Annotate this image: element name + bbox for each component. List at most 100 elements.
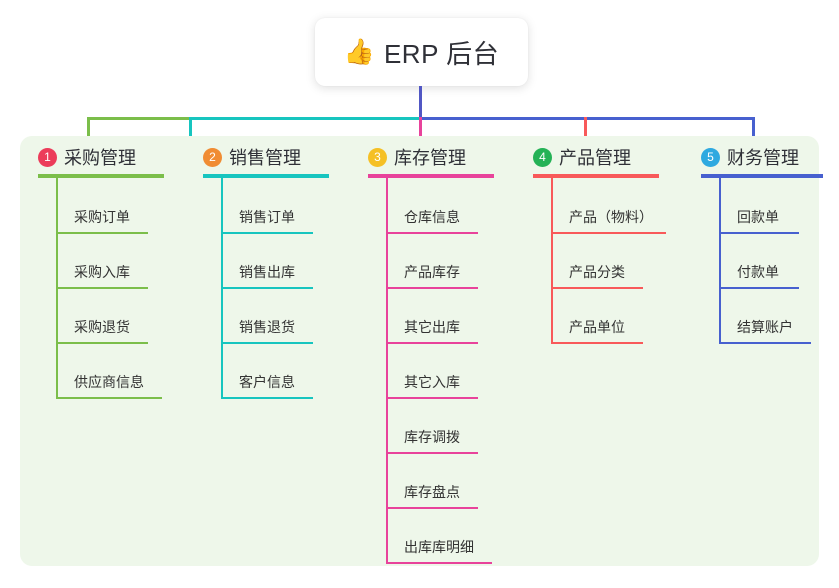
branch-item-rule [56, 232, 148, 234]
branch-item-rule [386, 507, 478, 509]
branch-item-rule [719, 287, 799, 289]
branch-item[interactable]: 产品库存 [386, 259, 478, 289]
drop-sales [189, 117, 192, 146]
branch-item-label: 产品单位 [569, 319, 625, 335]
branch-item-rule [221, 342, 313, 344]
branch-item-rule [221, 287, 313, 289]
branch-item[interactable]: 结算账户 [719, 314, 811, 344]
branch-header-2[interactable]: 2 销售管理 [203, 144, 301, 170]
branch-item[interactable]: 供应商信息 [56, 369, 162, 399]
branch-badge-3: 3 [368, 147, 387, 167]
branch-header-3[interactable]: 3 库存管理 [368, 144, 466, 170]
branch-item-rule [56, 287, 148, 289]
branch-item-label: 其它出库 [404, 319, 460, 335]
branch-item[interactable]: 库存调拨 [386, 424, 478, 454]
branch-item-rule [551, 342, 643, 344]
branch-item-label: 产品（物料） [569, 209, 653, 225]
branch-item-label: 销售退货 [239, 319, 295, 335]
branch-item-label: 采购退货 [74, 319, 130, 335]
branch-item[interactable]: 采购订单 [56, 204, 148, 234]
branch-item-label: 客户信息 [239, 374, 295, 390]
branch-item-rule [386, 287, 478, 289]
branch-item-label: 库存盘点 [404, 484, 460, 500]
branch-item-label: 销售订单 [239, 209, 295, 225]
branch-item-rule [56, 342, 148, 344]
branch-item-label: 仓库信息 [404, 209, 460, 225]
branch-item[interactable]: 其它入库 [386, 369, 478, 399]
bus-green [87, 117, 189, 120]
root-stem-connector [419, 86, 422, 117]
branch-header-rule-5 [701, 174, 823, 178]
branch-title-4: 产品管理 [559, 148, 631, 168]
branch-spine-3 [386, 174, 388, 564]
branch-item[interactable]: 客户信息 [221, 369, 313, 399]
branch-item[interactable]: 库存盘点 [386, 479, 478, 509]
branch-item-label: 库存调拨 [404, 429, 460, 445]
branch-item-rule [221, 397, 313, 399]
branch-item-label: 产品分类 [569, 264, 625, 280]
branch-item[interactable]: 产品分类 [551, 259, 643, 289]
branch-item-label: 其它入库 [404, 374, 460, 390]
branch-item-rule [56, 397, 162, 399]
branch-item-rule [719, 342, 811, 344]
branch-badge-2: 2 [203, 147, 222, 167]
branch-header-rule-4 [533, 174, 659, 178]
branch-header-rule-3 [368, 174, 494, 178]
branch-item-label: 结算账户 [737, 319, 793, 335]
branch-spine-5 [719, 174, 721, 344]
drop-finance [752, 117, 755, 146]
branch-item-rule [386, 397, 478, 399]
branch-item[interactable]: 销售出库 [221, 259, 313, 289]
branch-item-rule [551, 232, 666, 234]
branch-item-rule [719, 232, 799, 234]
branch-item[interactable]: 回款单 [719, 204, 799, 234]
branch-spine-4 [551, 174, 553, 344]
branch-item-label: 付款单 [737, 264, 779, 280]
branch-item-rule [386, 342, 478, 344]
branch-item[interactable]: 产品单位 [551, 314, 643, 344]
branch-badge-4: 4 [533, 147, 552, 167]
branch-title-1: 采购管理 [64, 148, 136, 168]
branch-item-label: 销售出库 [239, 264, 295, 280]
branch-item[interactable]: 销售订单 [221, 204, 313, 234]
branch-item[interactable]: 销售退货 [221, 314, 313, 344]
branch-spine-1 [56, 174, 58, 399]
bus-teal [189, 117, 419, 120]
branch-item-rule [221, 232, 313, 234]
branch-header-rule-2 [203, 174, 329, 178]
thumbs-up-icon: 👍 [343, 37, 375, 66]
branch-item-rule [386, 452, 478, 454]
drop-product [584, 117, 587, 146]
branch-header-rule-1 [38, 174, 164, 178]
branch-item-rule [551, 287, 643, 289]
branch-item[interactable]: 出库库明细 [386, 534, 492, 564]
branch-item[interactable]: 付款单 [719, 259, 799, 289]
branch-item[interactable]: 仓库信息 [386, 204, 478, 234]
branch-badge-1: 1 [38, 147, 57, 167]
branch-title-2: 销售管理 [229, 148, 301, 168]
branch-header-5[interactable]: 5 财务管理 [701, 144, 799, 170]
drop-inventory [419, 117, 422, 146]
branch-item-label: 采购入库 [74, 264, 130, 280]
branch-item-label: 产品库存 [404, 264, 460, 280]
drop-purchase [87, 117, 90, 146]
branch-item-label: 采购订单 [74, 209, 130, 225]
branch-item-rule [386, 232, 478, 234]
branch-item[interactable]: 采购入库 [56, 259, 148, 289]
branch-header-4[interactable]: 4 产品管理 [533, 144, 631, 170]
root-node-title: ERP 后台 [383, 38, 500, 69]
branch-item[interactable]: 产品（物料） [551, 204, 666, 234]
branch-item-rule [386, 562, 492, 564]
branch-title-5: 财务管理 [727, 148, 799, 168]
branch-item-label: 供应商信息 [74, 374, 144, 390]
branch-item[interactable]: 其它出库 [386, 314, 478, 344]
branch-item-label: 出库库明细 [404, 539, 474, 555]
branch-item[interactable]: 采购退货 [56, 314, 148, 344]
root-node-card[interactable]: 👍 ERP 后台 [315, 18, 528, 86]
branch-badge-5: 5 [701, 147, 720, 167]
branch-item-label: 回款单 [737, 209, 779, 225]
branch-header-1[interactable]: 1 采购管理 [38, 144, 136, 170]
branch-panel: 1 采购管理采购订单采购入库采购退货供应商信息 2 销售管理销售订单销售出库销售退货客… [20, 136, 823, 566]
branch-title-3: 库存管理 [394, 148, 466, 168]
